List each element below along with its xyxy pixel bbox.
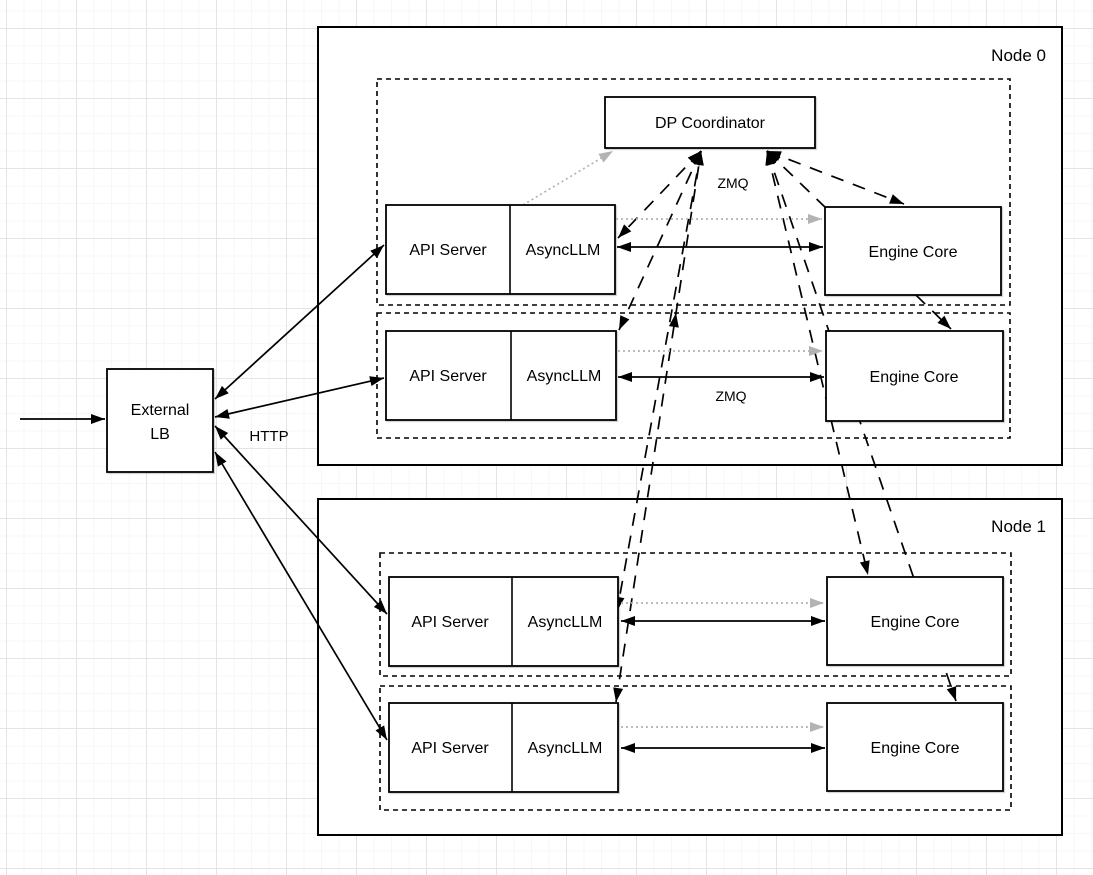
zmq-engine-edge-label: ZMQ <box>715 388 746 404</box>
external-lb-label-line2: LB <box>150 426 170 443</box>
node1-label: Node 1 <box>991 517 1046 536</box>
api-server-label: API Server <box>409 242 487 259</box>
node0-replica1-container <box>376 78 1011 306</box>
api-server-label: API Server <box>411 740 489 757</box>
engine-core-n1r2: Engine Core <box>826 702 1004 792</box>
api-asyncllm-n0r1: API Server AsyncLLM <box>385 204 616 295</box>
engine-core-label: Engine Core <box>869 244 958 261</box>
api-asyncllm-box <box>388 576 619 667</box>
api-server-label: API Server <box>411 614 489 631</box>
api-server-label: API Server <box>409 368 487 385</box>
edge-lb-api-n0r1 <box>214 244 385 400</box>
dp-coordinator-label: DP Coordinator <box>655 115 766 132</box>
engine-core-n0r2: Engine Core <box>825 330 1004 422</box>
api-asyncllm-n0r2: API Server AsyncLLM <box>385 330 617 421</box>
http-edge-label: HTTP <box>249 428 288 445</box>
asyncllm-label: AsyncLLM <box>528 614 603 631</box>
api-asyncllm-box <box>388 702 619 793</box>
engine-core-n0r1: Engine Core <box>824 206 1002 296</box>
engine-core-label: Engine Core <box>871 614 960 631</box>
zmq-coordinator-edge-label: ZMQ <box>717 175 748 191</box>
engine-core-label: Engine Core <box>871 740 960 757</box>
engine-core-box <box>826 576 1004 666</box>
asyncllm-label: AsyncLLM <box>526 242 601 259</box>
api-asyncllm-n1r1: API Server AsyncLLM <box>388 576 619 667</box>
api-asyncllm-n1r2: API Server AsyncLLM <box>388 702 619 793</box>
engine-core-box <box>824 206 1002 296</box>
api-asyncllm-box <box>385 330 617 421</box>
edge-lb-api-n1r2 <box>214 451 388 741</box>
node0-label: Node 0 <box>991 46 1046 65</box>
dp-coordinator-box <box>604 96 816 149</box>
zmq-edges <box>616 214 825 753</box>
engine-core-box <box>825 330 1004 422</box>
lb-edges <box>20 244 388 741</box>
external-lb-box <box>106 368 214 473</box>
asyncllm-label: AsyncLLM <box>528 740 603 757</box>
edge-lb-api-n0r2 <box>214 376 385 419</box>
api-asyncllm-box <box>385 204 616 295</box>
external-lb-label-line1: External <box>131 402 190 419</box>
engine-core-box <box>826 702 1004 792</box>
engine-core-n1r1: Engine Core <box>826 576 1004 666</box>
engine-core-label: Engine Core <box>870 369 959 386</box>
edge-dp-asyncllm-n1r2 <box>613 150 704 703</box>
asyncllm-label: AsyncLLM <box>527 368 602 385</box>
